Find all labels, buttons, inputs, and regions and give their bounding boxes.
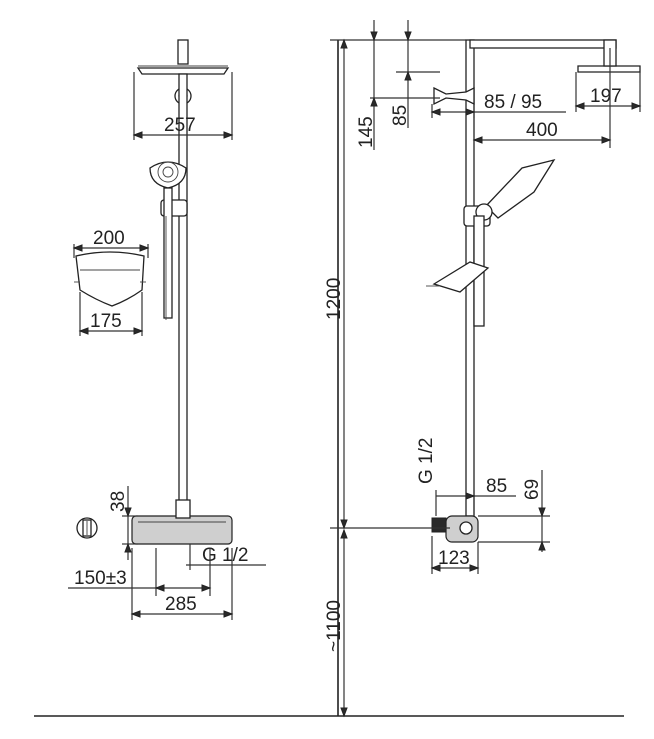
front-shelf (75, 251, 145, 307)
side-shelf (432, 261, 490, 293)
dim-head-width-front: 257 (164, 115, 196, 136)
dim-thermostat-height: 38 (108, 491, 129, 512)
dim-inlet-thread-side: G 1/2 (416, 438, 437, 484)
dim-inlet-height: 69 (522, 479, 543, 500)
dim-inlet-depth: 85 (486, 476, 507, 497)
side-hand-shower (485, 158, 556, 219)
dim-thermostat-width: 285 (165, 594, 197, 615)
dim-inlet-thread-front: G 1/2 (202, 545, 248, 566)
dim-arm-mount: 85 / 95 (484, 92, 542, 113)
side-shower-arm (469, 39, 617, 49)
dim-top-offset-145: 145 (356, 116, 377, 148)
side-overhead-shower (577, 65, 641, 73)
dim-head-diameter-side: 197 (590, 86, 622, 107)
dim-inlet-spacing: 150±3 (74, 568, 127, 589)
front-head-connector (177, 39, 189, 65)
dim-top-offset-85: 85 (390, 105, 411, 126)
front-thermostat-body (131, 515, 233, 545)
front-view: 257 200 175 38 G 1/2 150±3 (68, 39, 266, 620)
dim-shelf-width-top: 200 (93, 228, 125, 249)
dim-floor-height: ~1100 (324, 600, 345, 652)
side-view: 1200 ~1100 145 85 85 / 95 197 (324, 20, 642, 718)
front-overhead-shower (136, 67, 230, 75)
side-wall-bracket (433, 86, 475, 106)
dim-total-height: 1200 (324, 278, 345, 320)
dim-shelf-width-bottom: 175 (90, 311, 122, 332)
front-riser-pipe (178, 73, 188, 515)
dim-wall-to-front: 123 (438, 548, 470, 569)
dim-arm-length: 400 (526, 120, 558, 141)
